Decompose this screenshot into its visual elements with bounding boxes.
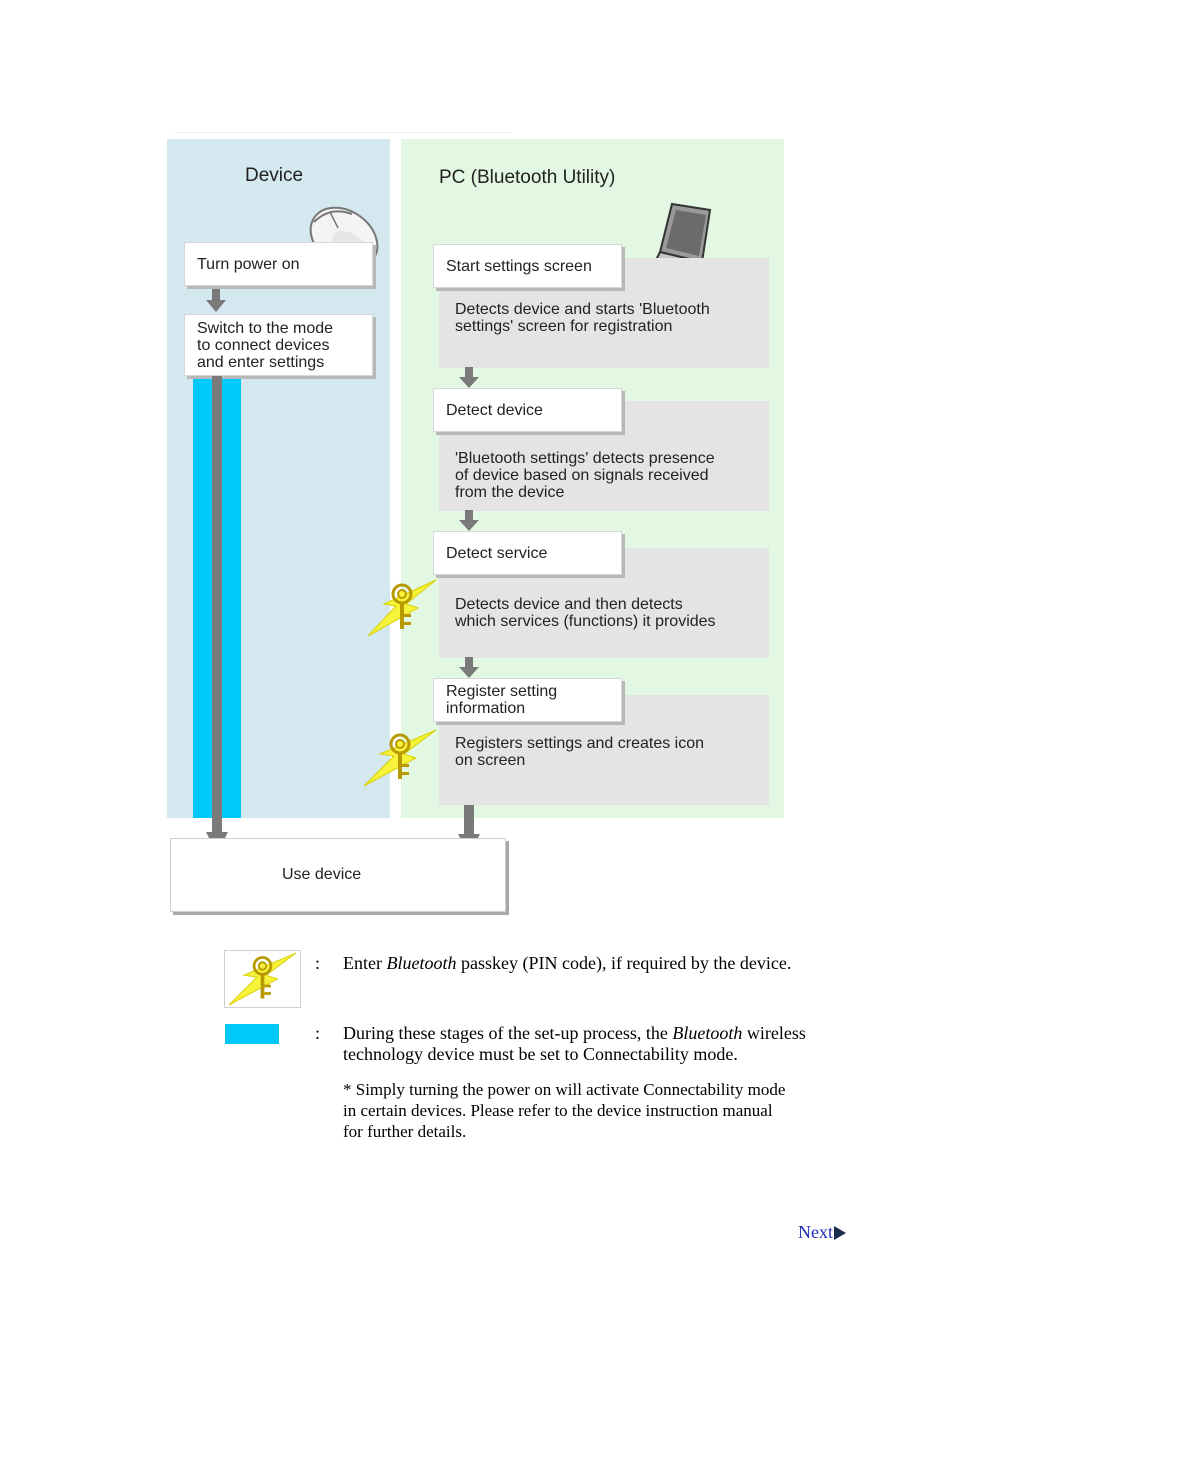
- top-rule: [175, 132, 510, 133]
- device-lane-title: Device: [245, 165, 303, 187]
- legend-passkey-frame: [224, 950, 301, 1008]
- arrow-down-icon: [205, 376, 229, 856]
- arrow-down-icon: [458, 367, 480, 389]
- pc-step-label: Register setting information: [446, 683, 557, 717]
- passkey-icon: [366, 578, 438, 638]
- pc-step-start-settings-screen: Start settings screen: [433, 244, 622, 288]
- use-device-box: Use device: [170, 838, 506, 912]
- arrow-down-icon: [205, 289, 227, 313]
- pc-step-register-setting-information: Register setting information: [433, 678, 622, 722]
- pc-lane-title: PC (Bluetooth Utility): [439, 167, 615, 189]
- legend-connectability-text: During these stages of the set-up proces…: [343, 1023, 806, 1065]
- arrow-down-icon: [458, 657, 480, 679]
- passkey-icon: [362, 728, 438, 788]
- device-step-switch-mode: Switch to the mode to connect devices an…: [184, 314, 373, 376]
- device-step-label: Turn power on: [197, 256, 300, 273]
- device-step-label: Switch to the mode to connect devices an…: [197, 320, 333, 371]
- next-link[interactable]: Next: [798, 1222, 847, 1243]
- pc-step-label: Detect service: [446, 545, 547, 562]
- legend-connectability-swatch: [225, 1024, 279, 1044]
- next-label: Next: [798, 1222, 833, 1243]
- pc-step-detect-device: Detect device: [433, 388, 622, 432]
- pc-step-detect-service: Detect service: [433, 531, 622, 575]
- arrow-down-icon: [458, 510, 480, 532]
- pc-step-label: Start settings screen: [446, 258, 592, 275]
- use-device-label: Use device: [282, 866, 361, 884]
- legend-colon: :: [315, 953, 320, 974]
- passkey-icon: [225, 951, 300, 1007]
- pc-step-label: Detect device: [446, 402, 543, 419]
- legend-colon: :: [315, 1023, 320, 1044]
- device-step-turn-power-on: Turn power on: [184, 242, 373, 286]
- legend-note: * Simply turning the power on will activ…: [343, 1079, 785, 1142]
- next-arrow-icon: [833, 1225, 847, 1241]
- legend-passkey-text: Enter Bluetooth passkey (PIN code), if r…: [343, 953, 791, 974]
